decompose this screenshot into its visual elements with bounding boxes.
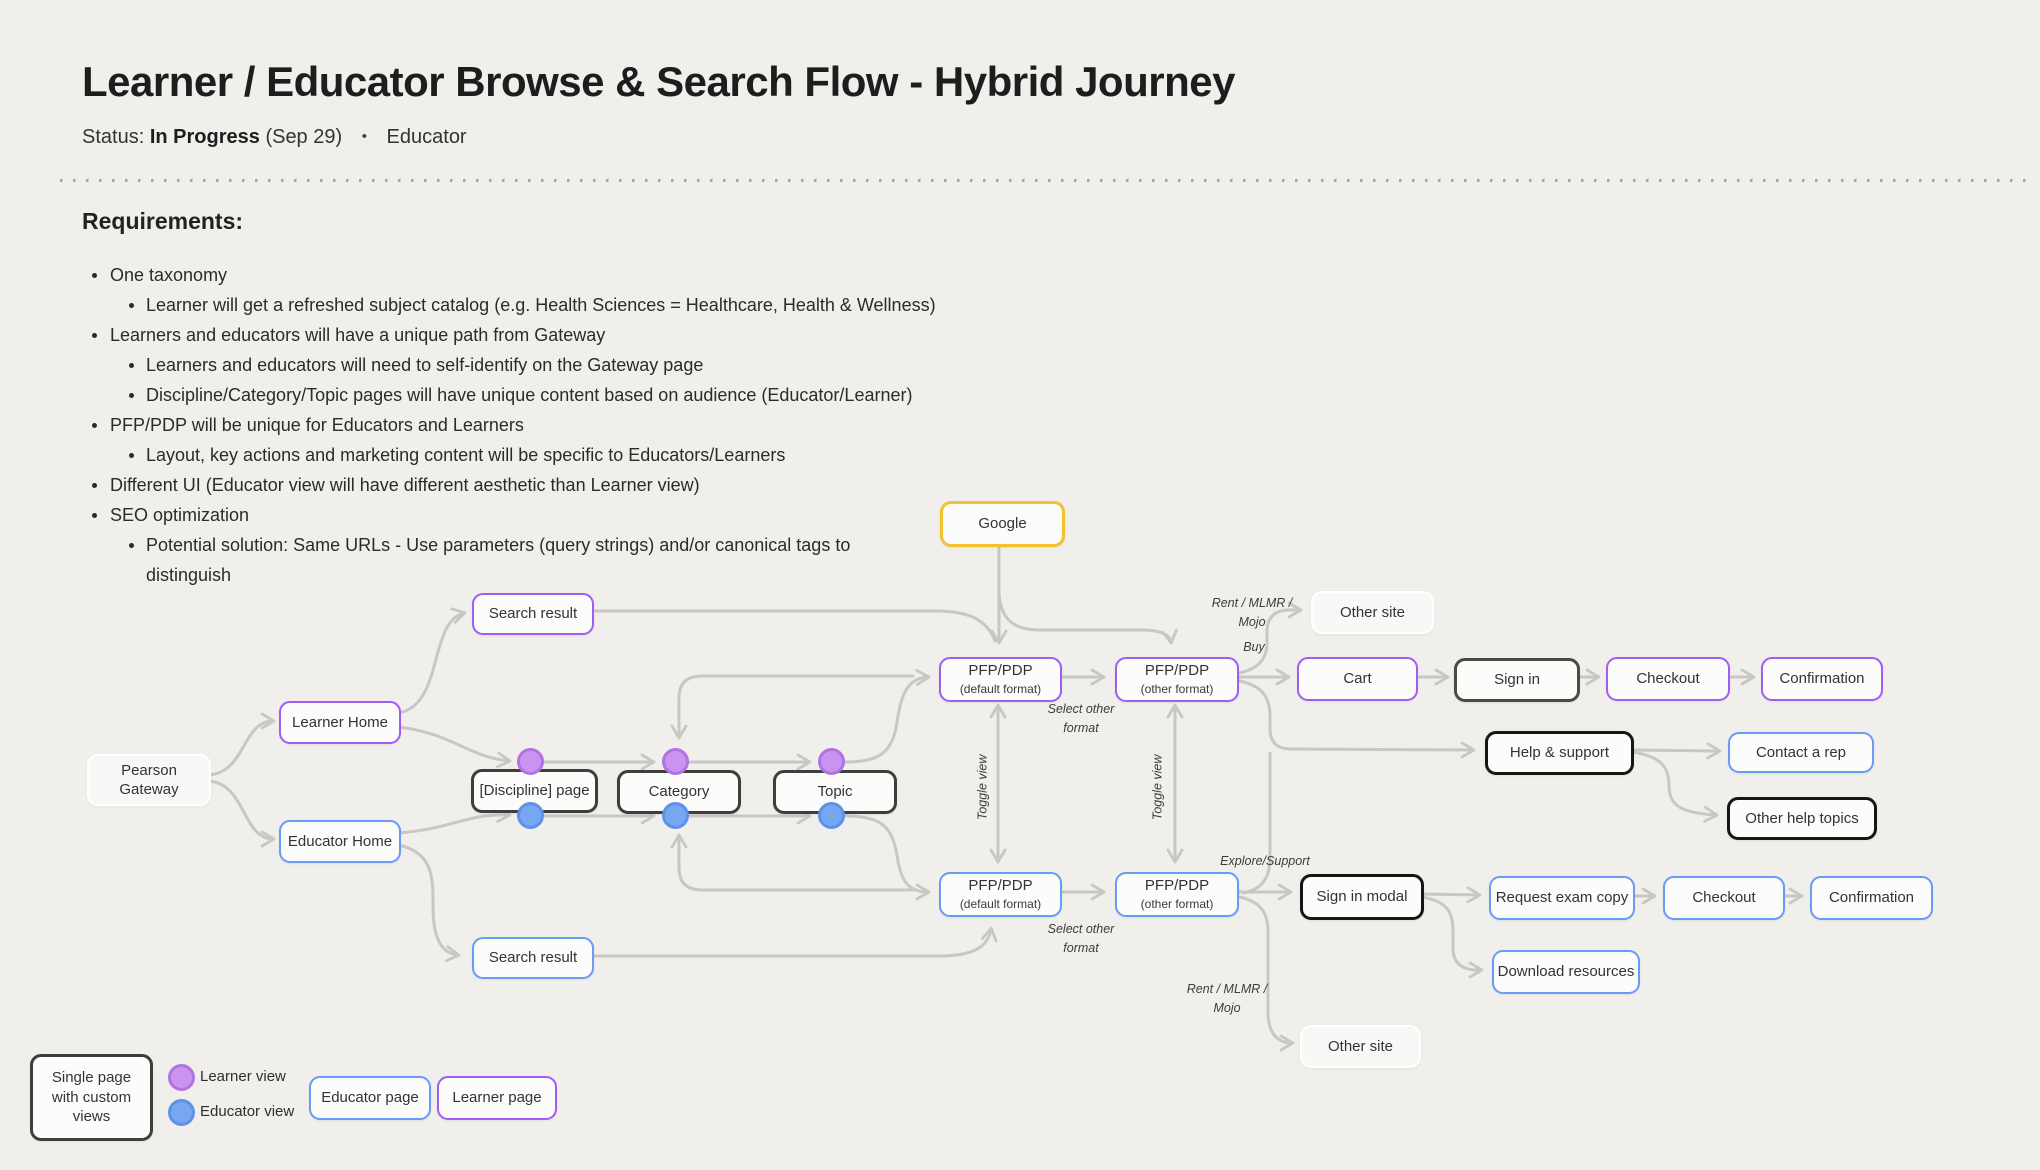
status-date: (Sep 29)	[265, 126, 343, 148]
status-label: Status:	[82, 126, 145, 148]
status-audience: Educator	[386, 126, 467, 148]
educator-view-dot[interactable]	[818, 802, 845, 829]
node-contact-a-rep[interactable]: Contact a rep	[1728, 732, 1874, 773]
node-help-support[interactable]: Help & support	[1485, 731, 1634, 775]
requirement-subitem: Learner will get a refreshed subject cat…	[82, 290, 936, 320]
node-search-result-learner[interactable]: Search result	[472, 593, 594, 635]
node-other-site-educator[interactable]: Other site	[1300, 1025, 1421, 1068]
legend-learner-view-label: Learner view	[200, 1068, 286, 1085]
legend-educator-view-dot[interactable]	[168, 1099, 195, 1126]
requirement-item: PFP/PDP will be unique for Educators and…	[82, 410, 936, 440]
edge-label-buy: Buy	[1243, 640, 1265, 654]
requirement-item: Different UI (Educator view will have di…	[82, 470, 936, 500]
learner-view-dot[interactable]	[517, 748, 544, 775]
node-confirmation-learner[interactable]: Confirmation	[1761, 657, 1883, 701]
edge-label-toggle-view-right: Toggle view	[1150, 754, 1165, 821]
legend-educator-page-box[interactable]: Educator page	[309, 1076, 431, 1120]
status-separator-dot: •	[361, 128, 367, 145]
page-title: Learner / Educator Browse & Search Flow …	[82, 58, 1235, 105]
node-cart[interactable]: Cart	[1297, 657, 1418, 701]
requirement-subitem: Learners and educators will need to self…	[82, 350, 936, 380]
requirement-subitem: Potential solution: Same URLs - Use para…	[82, 530, 936, 590]
requirement-item: Learners and educators will have a uniqu…	[82, 320, 936, 350]
status-value: In Progress	[149, 126, 260, 148]
node-request-exam-copy[interactable]: Request exam copy	[1489, 876, 1635, 920]
dotted-divider	[60, 179, 2028, 182]
node-pfp-other-learner[interactable]: PFP/PDP(other format)	[1115, 657, 1239, 702]
learner-view-dot[interactable]	[818, 748, 845, 775]
legend-educator-view-label: Educator view	[200, 1103, 295, 1120]
node-pfp-default-educator[interactable]: PFP/PDP(default format)	[939, 872, 1062, 917]
node-pfp-other-educator[interactable]: PFP/PDP(other format)	[1115, 872, 1239, 917]
learner-view-dot[interactable]	[662, 748, 689, 775]
edge-label-rent-mlmr-mojo-top: Rent / MLMR /Mojo	[1211, 596, 1293, 629]
connector-lines	[206, 541, 1804, 1052]
requirement-item: SEO optimization	[82, 500, 936, 530]
node-other-site-learner[interactable]: Other site	[1311, 591, 1434, 634]
node-search-result-educator[interactable]: Search result	[472, 937, 594, 979]
node-learner-home[interactable]: Learner Home	[279, 701, 401, 744]
requirement-subitem: Discipline/Category/Topic pages will hav…	[82, 380, 936, 410]
node-sign-in[interactable]: Sign in	[1454, 658, 1580, 702]
educator-view-dot[interactable]	[662, 802, 689, 829]
requirements-list: One taxonomy Learner will get a refreshe…	[82, 260, 936, 590]
requirements-heading: Requirements:	[82, 208, 244, 234]
legend-single-page-box[interactable]: Single page with custom views	[30, 1054, 153, 1141]
edge-label-explore-support: Explore/Support	[1220, 854, 1310, 868]
educator-view-dot[interactable]	[517, 802, 544, 829]
status-line: Status: In Progress (Sep 29) • Educator	[82, 126, 467, 149]
requirement-item: One taxonomy	[82, 260, 936, 290]
edge-label-rent-mlmr-mojo-bottom: Rent / MLMR /Mojo	[1186, 982, 1268, 1015]
node-sign-in-modal[interactable]: Sign in modal	[1300, 874, 1424, 920]
legend-learner-view-dot[interactable]	[168, 1064, 195, 1091]
node-checkout-learner[interactable]: Checkout	[1606, 657, 1730, 701]
node-checkout-educator[interactable]: Checkout	[1663, 876, 1785, 920]
node-pearson-gateway[interactable]: Pearson Gateway	[87, 754, 211, 806]
node-other-help-topics[interactable]: Other help topics	[1727, 797, 1877, 840]
node-educator-home[interactable]: Educator Home	[279, 820, 401, 863]
node-confirmation-educator[interactable]: Confirmation	[1810, 876, 1933, 920]
requirement-subitem: Layout, key actions and marketing conten…	[82, 440, 936, 470]
node-pfp-default-learner[interactable]: PFP/PDP(default format)	[939, 657, 1062, 702]
legend-learner-page-box[interactable]: Learner page	[437, 1076, 557, 1120]
edge-label-toggle-view-left: Toggle view	[975, 754, 990, 821]
node-google[interactable]: Google	[940, 501, 1065, 547]
node-download-resources[interactable]: Download resources	[1492, 950, 1640, 994]
